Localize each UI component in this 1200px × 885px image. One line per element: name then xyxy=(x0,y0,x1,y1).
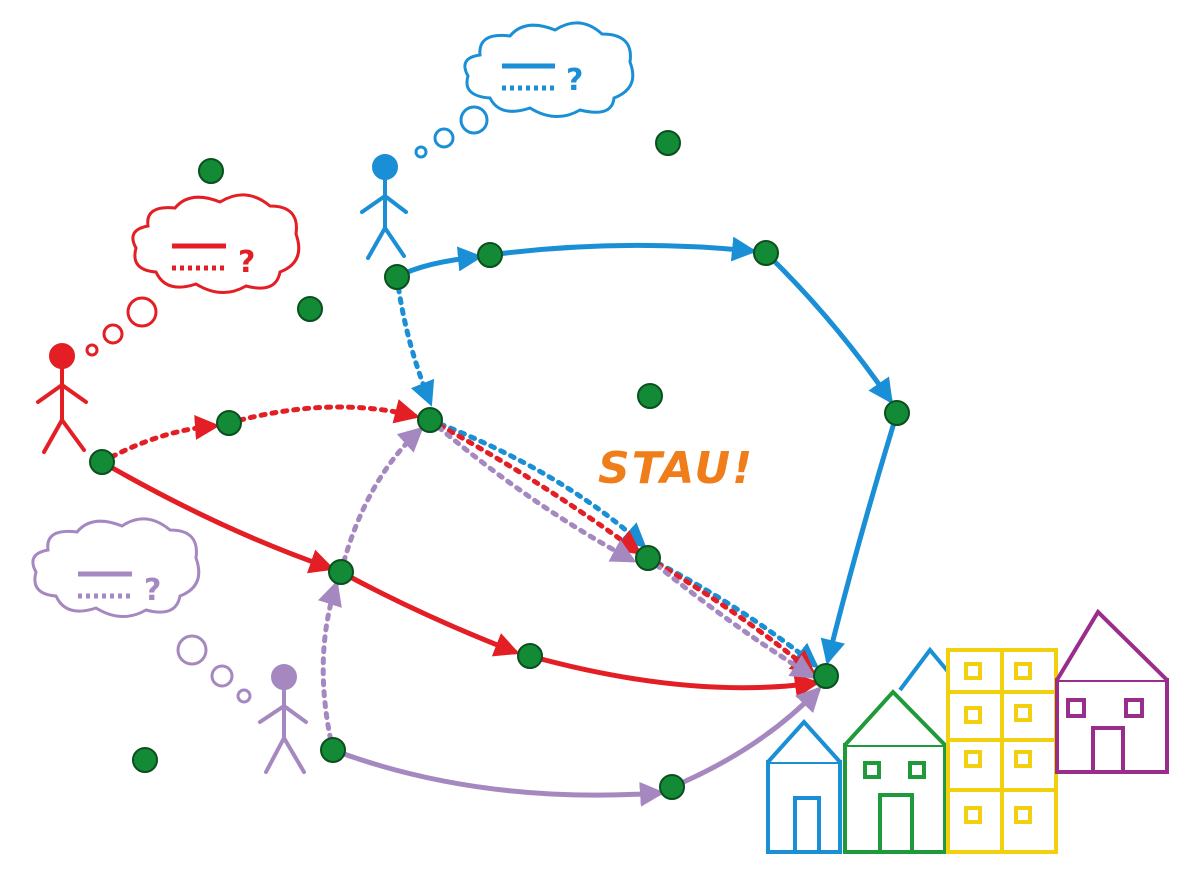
road-node-icon xyxy=(384,264,410,290)
road-node-icon xyxy=(297,296,323,322)
person-icon xyxy=(36,343,88,454)
blue-route-solid xyxy=(394,236,900,665)
purple-route-solid xyxy=(330,686,822,807)
house-icon xyxy=(843,689,947,854)
road-node-icon xyxy=(198,158,224,184)
thought-bubble-icon xyxy=(85,193,301,357)
question-mark-icon: ? xyxy=(144,573,161,608)
house-icon xyxy=(946,648,1058,854)
house-icon xyxy=(766,719,842,854)
road-nodes xyxy=(89,130,910,800)
question-mark-icon: ? xyxy=(566,63,583,98)
road-node-icon xyxy=(659,774,685,800)
road-node-icon xyxy=(89,449,115,475)
road-node-icon xyxy=(635,545,661,571)
road-node-icon xyxy=(637,383,663,409)
question-mark-icon: ? xyxy=(238,245,255,280)
thought-bubble-icon xyxy=(414,21,635,159)
road-node-icon xyxy=(884,400,910,426)
house-icon xyxy=(1055,608,1169,774)
traffic-jam-label: STAU! xyxy=(598,443,754,494)
road-node-icon xyxy=(813,663,839,689)
road-node-icon xyxy=(216,410,242,436)
road-node-icon xyxy=(328,559,354,585)
road-node-icon xyxy=(517,643,543,669)
thought-bubble-icon xyxy=(31,517,252,704)
road-node-icon xyxy=(417,407,443,433)
red-route-solid xyxy=(99,459,820,699)
road-node-icon xyxy=(320,737,346,763)
purple-route-dotted xyxy=(318,417,817,753)
road-node-icon xyxy=(477,242,503,268)
person-icon xyxy=(258,664,308,774)
person-icon xyxy=(360,154,408,260)
road-node-icon xyxy=(132,747,158,773)
road-node-icon xyxy=(655,130,681,156)
road-node-icon xyxy=(753,240,779,266)
